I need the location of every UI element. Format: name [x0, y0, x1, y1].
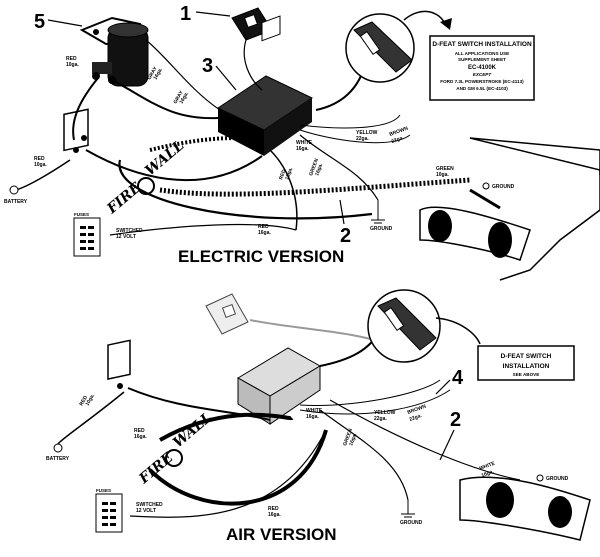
solenoid-top	[79, 16, 149, 87]
air-version-title: AIR VERSION	[226, 525, 337, 544]
wires-bottom	[57, 319, 521, 518]
install-box-bottom-line2: INSTALLATION	[503, 363, 550, 370]
label-white-bottom-gauge: 16ga.	[306, 414, 319, 420]
label-green-16-top: GREEN	[308, 158, 320, 177]
label-fuses-top: FUSES	[74, 212, 89, 217]
label-yellow-bottom: YELLOW	[374, 410, 396, 416]
ground-symbols-top	[9, 182, 490, 224]
fuse-block-top	[73, 217, 101, 257]
label-red-16-top: RED	[278, 168, 287, 180]
label-12v-top: 12 VOLT	[116, 234, 136, 240]
frame-rail-top	[419, 137, 600, 281]
label-white-b-bottom: WHITE	[479, 461, 497, 472]
label-red-10-top: RED	[66, 56, 77, 62]
label-red-10-bottom-gauge: 10ga.	[85, 392, 97, 407]
label-red-10c-top-gauge: 10ga.	[34, 162, 47, 168]
install-box-bottom-line3: SEE ABOVE	[513, 372, 540, 377]
label-fire-bottom: FIRE	[136, 450, 177, 488]
controller-box-bottom	[237, 347, 321, 425]
label-green-10-top: GREEN	[436, 166, 454, 172]
valve-inset-bottom	[367, 289, 481, 363]
conduit-top-2	[149, 136, 263, 152]
label-wall-top: WALL	[142, 138, 187, 180]
install-box-line4: AND GM 6.5L (EC-4103)	[456, 86, 508, 91]
install-box-line2: SUPPLEMENT SHEET	[458, 57, 506, 62]
label-yellow-top-gauge: 22ga.	[356, 136, 369, 142]
install-box-bottom: D-FEAT SWITCH INSTALLATION SEE ABOVE	[477, 345, 575, 381]
label-yellow-top: YELLOW	[356, 130, 378, 136]
ground-symbols-bottom	[53, 443, 544, 518]
label-white-top-gauge: 16ga.	[296, 146, 309, 152]
install-box-line3: FORD 7.3L POWERSTROKE (EC-4113)	[440, 79, 524, 84]
install-box-except: EXCEPT	[473, 72, 493, 77]
label-green-10-top-gauge: 10ga.	[436, 172, 449, 178]
label-red-16c-bottom-gauge: 16ga.	[268, 512, 281, 518]
label-fuses-bottom: FUSES	[96, 488, 111, 493]
label-ground-a-top: GROUND	[370, 226, 393, 232]
install-box-bottom-line1: D-FEAT SWITCH	[501, 353, 552, 360]
label-ground-a-bottom: GROUND	[400, 520, 423, 526]
install-box-top: D-FEAT SWITCH INSTALLATION ALL APPLICATI…	[429, 35, 535, 101]
label-battery-bottom: BATTERY	[46, 456, 70, 462]
callout-3: 3	[202, 55, 213, 77]
callout-1: 1	[180, 3, 191, 25]
callout-4: 4	[452, 367, 464, 389]
callout-2-top: 2	[340, 225, 351, 247]
label-white-top: WHITE	[296, 140, 313, 146]
label-red-16-bottom-gauge: 16ga.	[134, 434, 147, 440]
label-white-b-bottom-gauge: 16ga.	[481, 469, 496, 479]
install-box-title: D-FEAT SWITCH INSTALLATION	[432, 41, 532, 48]
dash-switch-bottom	[205, 293, 249, 335]
fuse-block-bottom	[95, 493, 123, 533]
label-green-bottom-gauge: 16ga.	[348, 432, 358, 447]
label-red-10-bottom: RED	[79, 395, 90, 407]
label-red-10c-top: RED	[34, 156, 45, 162]
callout-2-bottom: 2	[450, 409, 461, 431]
label-green-16-top-gauge: 16ga.	[314, 162, 324, 177]
circuit-breaker-bottom	[107, 339, 131, 389]
label-switched-top: SWITCHED	[116, 228, 143, 234]
label-green-bottom: GREEN	[342, 428, 354, 447]
air-actuator-bottom	[459, 476, 591, 541]
label-brown-bottom-gauge: 22ga.	[409, 413, 424, 423]
controller-box-top	[216, 15, 314, 156]
label-ground-b-bottom: GROUND	[546, 476, 569, 482]
callout-5: 5	[34, 11, 45, 33]
label-gray-b-top-gauge: 16ga.	[179, 90, 191, 105]
label-brown-top-gauge: 22ga.	[391, 135, 406, 145]
label-gray-top-gauge: 16ga.	[153, 66, 165, 81]
label-yellow-bottom-gauge: 22ga.	[374, 416, 387, 422]
label-white-bottom: WHITE	[306, 408, 323, 414]
label-red-10-top-gauge: 10ga.	[66, 62, 79, 68]
install-box-line1: ALL APPLICATIONS USE	[455, 51, 510, 56]
label-red-16d-top-gauge: 16ga.	[258, 230, 271, 236]
label-red-16-bottom: RED	[134, 428, 145, 434]
label-switched-bottom: SWITCHED	[136, 502, 163, 508]
valve-inset-top	[345, 10, 452, 83]
firewall-grommet-bottom	[165, 449, 183, 467]
install-box-part: EC-4100K	[468, 65, 497, 71]
electric-version-title: ELECTRIC VERSION	[178, 247, 344, 266]
label-fire-top: FIRE	[104, 180, 145, 218]
label-red-16-top-gauge: 16ga.	[284, 166, 294, 181]
label-red-16c-bottom: RED	[268, 506, 279, 512]
wires-top	[13, 39, 411, 236]
conduit-top	[159, 177, 471, 197]
label-12v-bottom: 12 VOLT	[136, 508, 156, 514]
label-ground-b-top: GROUND	[492, 184, 515, 190]
label-battery-top: BATTERY	[4, 199, 28, 205]
label-red-16d-top: RED	[258, 224, 269, 230]
